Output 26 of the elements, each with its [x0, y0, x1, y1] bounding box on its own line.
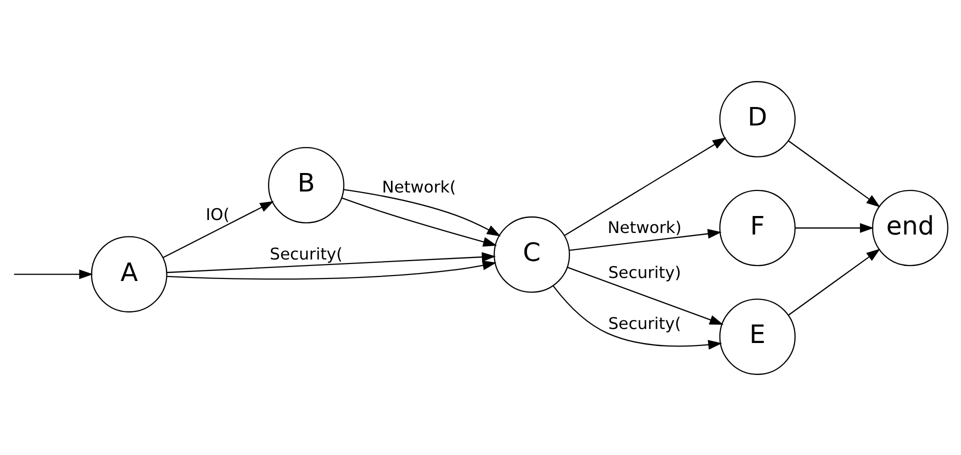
- arrow: [564, 136, 726, 236]
- node-circle: D: [719, 80, 796, 157]
- arrow: [567, 266, 724, 324]
- node-circle: B: [268, 146, 344, 223]
- node-circle: end: [872, 189, 948, 266]
- node-circle: C: [494, 216, 570, 292]
- arrow: [552, 284, 722, 350]
- arrow: [162, 200, 274, 258]
- node-circle: E: [719, 298, 796, 374]
- node-circle: F: [719, 189, 796, 266]
- arrow: [344, 188, 501, 236]
- arrow: [795, 222, 874, 232]
- arrow: [342, 196, 498, 246]
- arrow: [166, 252, 496, 273]
- edge-label: Security(: [608, 313, 682, 332]
- arrow: [167, 260, 496, 280]
- arrow: [14, 268, 94, 279]
- arrow: [788, 140, 880, 207]
- edge-label: Security(: [270, 244, 343, 263]
- edge-label: Security): [608, 262, 682, 282]
- edge-label: Network): [608, 217, 682, 236]
- node-circle: A: [90, 236, 168, 312]
- edge-label: Network(: [382, 176, 456, 196]
- edge-label: IO(: [206, 204, 230, 224]
- arrow: [569, 228, 722, 250]
- arrow: [788, 248, 880, 316]
